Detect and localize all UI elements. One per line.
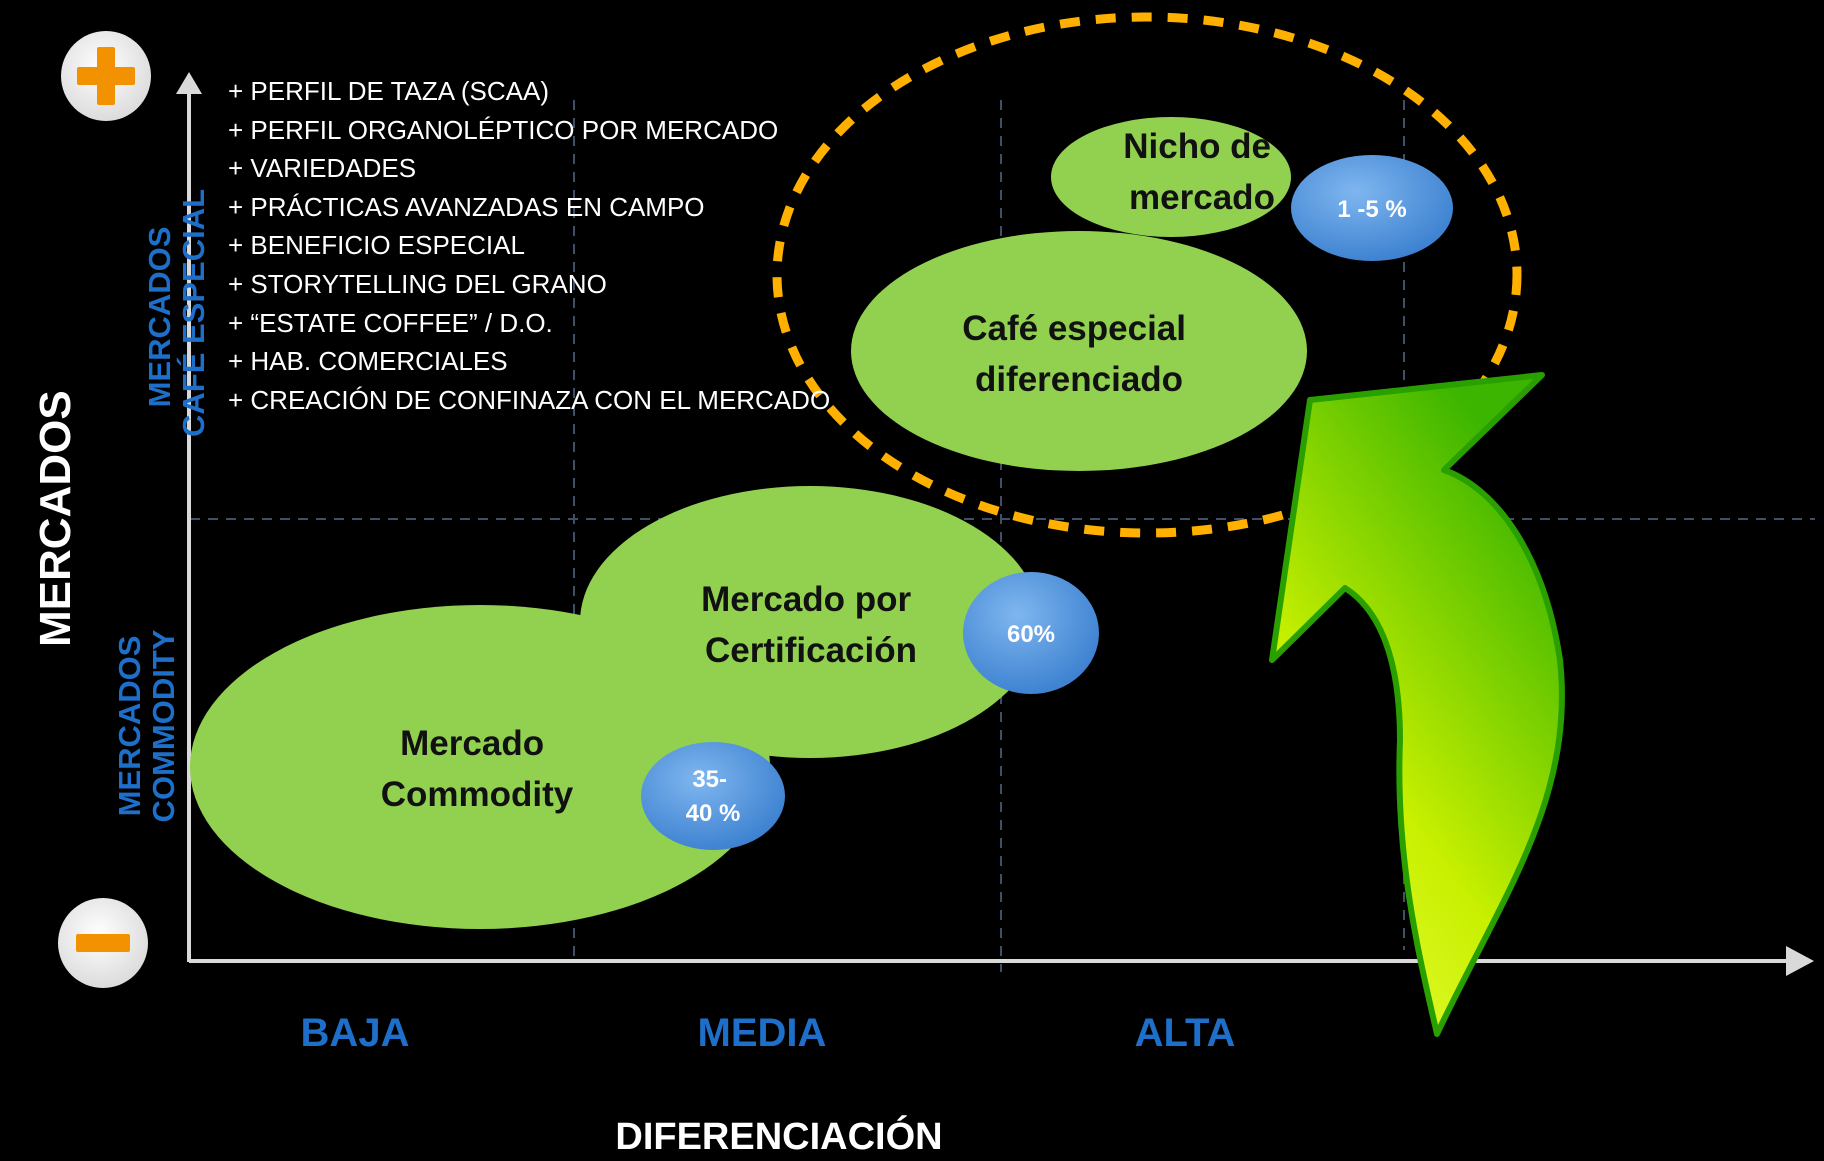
axes: [176, 72, 1814, 976]
label-commodity: Mercado Commodity: [381, 724, 574, 814]
minus-icon: [58, 898, 148, 988]
share-niche: 1 -5 %: [1337, 196, 1406, 223]
feature-item: + PRÁCTICAS AVANZADAS EN CAMPO: [228, 191, 705, 222]
badge-niche: [1291, 155, 1453, 261]
x-axis-title: DIFERENCIACIÓN: [615, 1116, 943, 1158]
feature-item: + “ESTATE COFFEE” / D.O.: [228, 307, 553, 338]
ellipse-niche: [1051, 117, 1291, 237]
share-certification: 60%: [1007, 621, 1055, 648]
feature-list: + PERFIL DE TAZA (SCAA) + PERFIL ORGANOL…: [228, 72, 830, 419]
plus-icon: [61, 31, 151, 121]
y-category-commodity: MERCADOS COMMODITY: [112, 606, 181, 846]
feature-item: + CREACIÓN DE CONFINAZA CON EL MERCADO: [228, 384, 831, 415]
label-niche: Nicho de mercado: [1123, 127, 1281, 217]
label-specialty: Café especial diferenciado: [962, 309, 1195, 399]
x-category-alta: ALTA: [1134, 1011, 1236, 1055]
feature-item: + PERFIL ORGANOLÉPTICO POR MERCADO: [228, 114, 779, 145]
share-commodity: 35- 40 %: [686, 766, 741, 827]
badge-certification: [963, 572, 1099, 694]
y-category-specialty-line1: MERCADOS: [142, 226, 177, 408]
ellipse-specialty: [851, 231, 1307, 471]
feature-item: + VARIEDADES: [228, 153, 417, 184]
x-category-baja: BAJA: [300, 1011, 410, 1055]
specialty-highlight-ring: [772, 12, 1522, 538]
ellipse-commodity: [190, 605, 770, 929]
y-axis-arrowhead: [176, 72, 202, 94]
market-ellipses: [190, 117, 1307, 929]
growth-arrow-icon: [1269, 372, 1565, 1037]
label-certification: Mercado por Certificación: [701, 580, 921, 670]
feature-item: + PERFIL DE TAZA (SCAA): [228, 76, 549, 106]
feature-item: + HAB. COMERCIALES: [228, 346, 508, 377]
feature-item: + BENEFICIO ESPECIAL: [228, 230, 525, 261]
y-category-commodity-line2: COMMODITY: [146, 629, 181, 823]
x-axis-arrowhead: [1786, 946, 1814, 976]
y-category-specialty-line2: CAFÉ ESPECIAL: [176, 188, 211, 437]
feature-item: + STORYTELLING DEL GRANO: [228, 268, 607, 299]
y-category-specialty: MERCADOS CAFÉ ESPECIAL: [142, 188, 211, 437]
share-badges: [641, 155, 1453, 850]
badge-commodity: [641, 742, 785, 850]
y-axis-title: MERCADOS: [31, 390, 80, 647]
y-category-commodity-line1: MERCADOS: [112, 635, 147, 817]
x-category-media: MEDIA: [697, 1011, 827, 1055]
